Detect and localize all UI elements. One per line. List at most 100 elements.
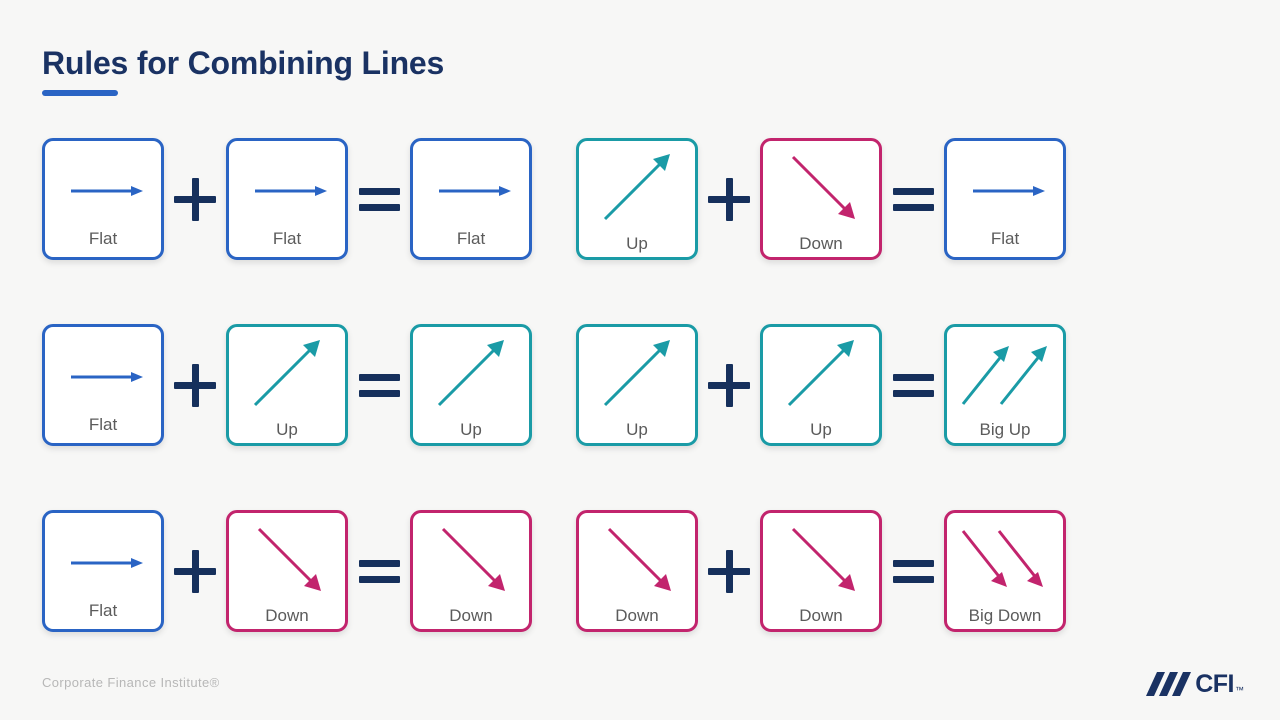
- rule-card-label: Big Up: [979, 420, 1031, 439]
- plus-icon-vertical-bar: [725, 364, 733, 407]
- rule-card-label: Flat: [272, 229, 302, 248]
- down-arrow-icon: [607, 527, 671, 591]
- title-underline-accent: [42, 90, 118, 97]
- flat-arrow-icon: [71, 372, 143, 382]
- flat-arrow-icon: [71, 186, 143, 196]
- rule-card-label: Down: [615, 606, 659, 625]
- operator-equals: [348, 541, 410, 601]
- up-arrow-icon: [603, 340, 670, 407]
- rule-card-result[interactable]: Big Down: [944, 510, 1066, 632]
- equals-icon-top-bar: [359, 560, 400, 567]
- up-arrow-icon: [437, 340, 504, 407]
- equals-icon-top-bar: [893, 374, 934, 381]
- plus-icon-vertical-bar: [725, 550, 733, 593]
- equals-icon-bottom-bar: [359, 390, 400, 397]
- rule-card-operand-b[interactable]: Up: [226, 324, 348, 446]
- rule-card-label: Up: [460, 420, 482, 439]
- double-down-arrow-icon: [961, 530, 1043, 587]
- rule-card-label: Flat: [88, 415, 118, 434]
- operator-plus: [698, 541, 760, 601]
- flat-arrow-icon: [973, 186, 1045, 196]
- cfi-logo-trademark: ™: [1235, 685, 1244, 695]
- rule-group-row-3-right: Down Down: [576, 496, 1066, 646]
- rule-card-operand-a[interactable]: Up: [576, 324, 698, 446]
- flat-arrow-icon: [439, 186, 511, 196]
- cfi-logo-mark-icon: [1146, 672, 1192, 696]
- equals-icon-top-bar: [893, 560, 934, 567]
- rule-card-result[interactable]: Down: [410, 510, 532, 632]
- rule-group-row-3-left: Flat Down: [42, 496, 532, 646]
- rule-card-label: Down: [799, 234, 843, 253]
- down-arrow-icon: [441, 527, 505, 591]
- rule-card-label: Flat: [88, 229, 118, 248]
- rule-card-label: Down: [449, 606, 493, 625]
- rule-card-result[interactable]: Big Up: [944, 324, 1066, 446]
- double-up-arrow-icon: [961, 346, 1047, 405]
- plus-icon-vertical-bar: [191, 364, 199, 407]
- rule-group-row-1-right: Up Down: [576, 124, 1066, 274]
- operator-plus: [164, 541, 226, 601]
- up-arrow-icon: [253, 340, 320, 407]
- operator-plus: [164, 169, 226, 229]
- equals-icon-bottom-bar: [893, 204, 934, 211]
- rule-card-label: Flat: [88, 601, 118, 620]
- operator-equals: [882, 169, 944, 229]
- equals-icon-bottom-bar: [893, 390, 934, 397]
- rule-card-operand-b[interactable]: Up: [760, 324, 882, 446]
- equals-icon-bottom-bar: [359, 576, 400, 583]
- footer-attribution: Corporate Finance Institute®: [42, 675, 220, 690]
- rule-row: Flat Down: [0, 496, 1280, 682]
- equals-icon-top-bar: [893, 188, 934, 195]
- rule-row: Flat Up: [0, 310, 1280, 496]
- operator-equals: [348, 355, 410, 415]
- rule-card-operand-b[interactable]: Flat: [226, 138, 348, 260]
- flat-arrow-icon: [71, 558, 143, 568]
- plus-icon-vertical-bar: [191, 178, 199, 221]
- plus-icon-vertical-bar: [725, 178, 733, 221]
- rule-card-label: Flat: [990, 229, 1020, 248]
- rule-card-label: Up: [626, 420, 648, 439]
- operator-equals: [348, 169, 410, 229]
- down-arrow-icon: [257, 527, 321, 591]
- title-block: Rules for Combining Lines: [42, 45, 445, 97]
- rule-card-operand-a[interactable]: Up: [576, 138, 698, 260]
- rule-card-operand-a[interactable]: Down: [576, 510, 698, 632]
- cfi-logo: CFI ™: [1146, 669, 1244, 699]
- rule-card-result[interactable]: Up: [410, 324, 532, 446]
- rule-card-label: Flat: [456, 229, 486, 248]
- rule-group-row-1-left: Flat Flat: [42, 124, 532, 274]
- cfi-logo-wordmark: CFI: [1195, 669, 1234, 698]
- operator-plus: [698, 169, 760, 229]
- rule-card-operand-a[interactable]: Flat: [42, 510, 164, 632]
- rules-grid: Flat Flat: [0, 124, 1280, 682]
- rule-card-operand-b[interactable]: Down: [760, 138, 882, 260]
- equals-icon-top-bar: [359, 188, 400, 195]
- plus-icon-vertical-bar: [191, 550, 199, 593]
- up-arrow-icon: [603, 154, 670, 221]
- rule-card-operand-b[interactable]: Down: [226, 510, 348, 632]
- rule-card-label: Up: [810, 420, 832, 439]
- equals-icon-top-bar: [359, 374, 400, 381]
- operator-equals: [882, 355, 944, 415]
- rule-card-label: Up: [626, 234, 648, 253]
- equals-icon-bottom-bar: [893, 576, 934, 583]
- rule-card-result[interactable]: Flat: [944, 138, 1066, 260]
- rule-card-label: Down: [265, 606, 309, 625]
- operator-plus: [698, 355, 760, 415]
- up-arrow-icon: [787, 340, 854, 407]
- rule-card-operand-a[interactable]: Flat: [42, 138, 164, 260]
- rule-card-label: Down: [799, 606, 843, 625]
- rule-card-label: Up: [276, 420, 298, 439]
- rule-card-operand-b[interactable]: Down: [760, 510, 882, 632]
- rule-card-operand-a[interactable]: Flat: [42, 324, 164, 446]
- operator-plus: [164, 355, 226, 415]
- down-arrow-icon: [791, 527, 855, 591]
- rule-card-label: Big Down: [968, 606, 1042, 625]
- rule-card-result[interactable]: Flat: [410, 138, 532, 260]
- equals-icon-bottom-bar: [359, 204, 400, 211]
- rule-row: Flat Flat: [0, 124, 1280, 310]
- operator-equals: [882, 541, 944, 601]
- rule-group-row-2-right: Up Up: [576, 310, 1066, 460]
- page-title: Rules for Combining Lines: [42, 45, 445, 81]
- rule-group-row-2-left: Flat Up: [42, 310, 532, 460]
